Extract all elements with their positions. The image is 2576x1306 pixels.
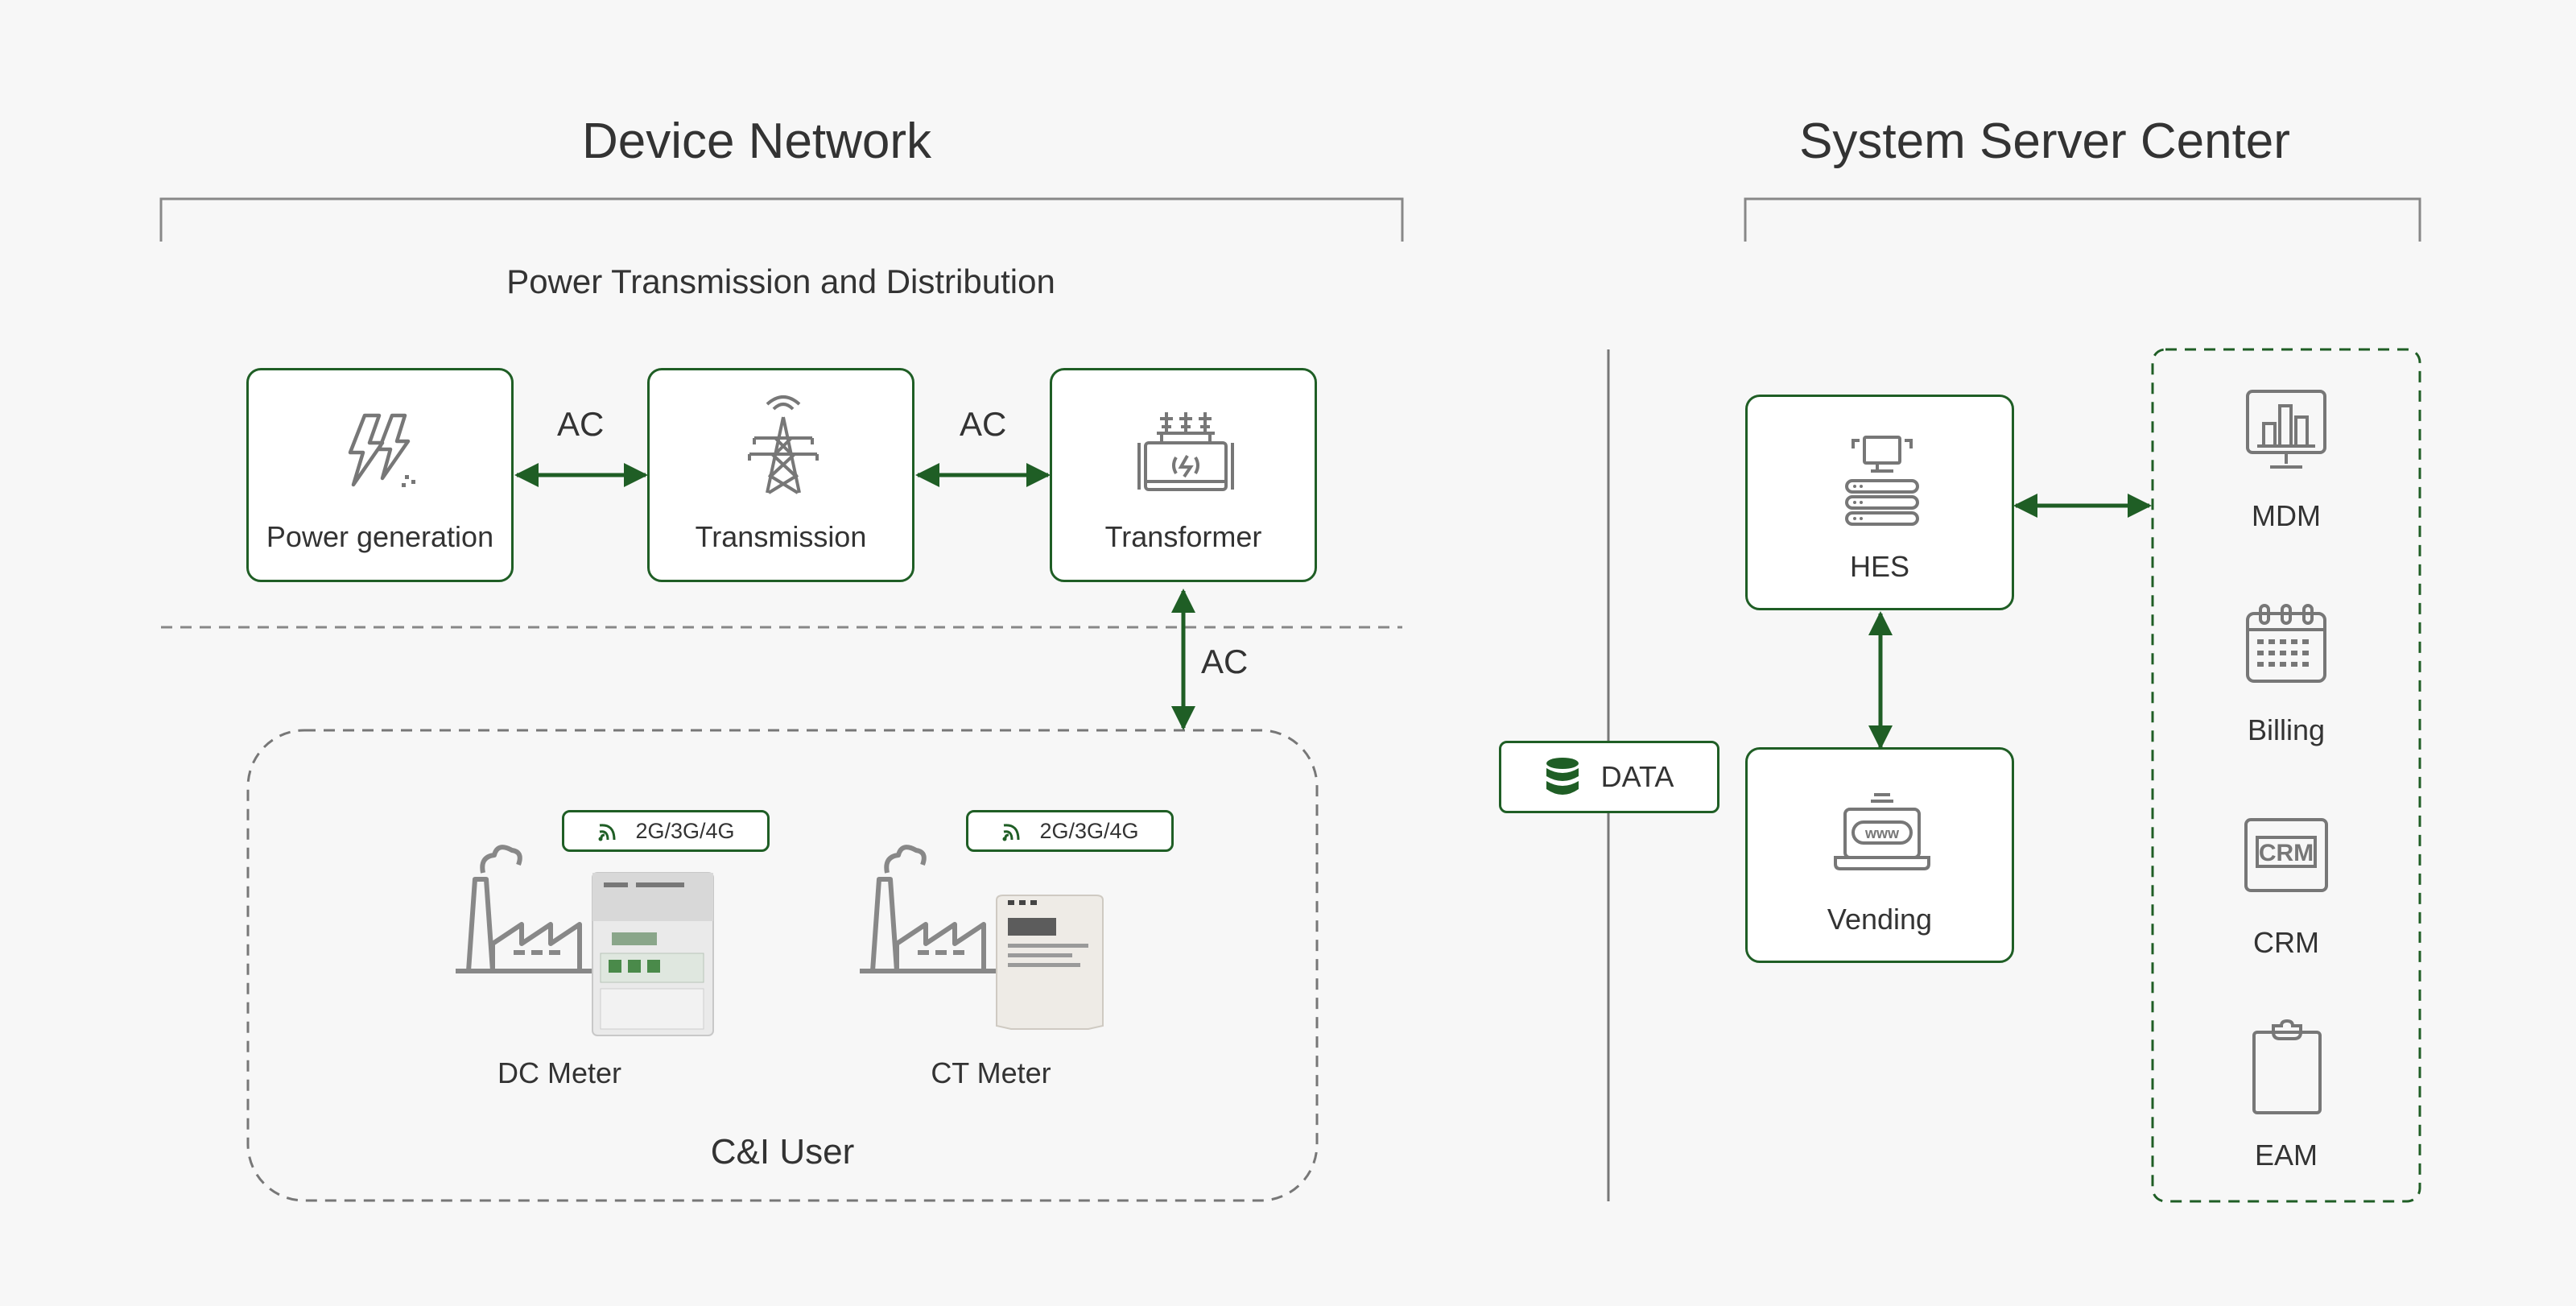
ct-meter-factory-icon [860, 845, 1104, 1030]
power-td-subtitle: Power Transmission and Distribution [506, 262, 1055, 300]
power-generation-icon [348, 413, 415, 487]
dc-meter-badge-text: 2G/3G/4G [635, 818, 735, 843]
svg-text:www: www [1864, 825, 1900, 841]
clipboard-icon [2252, 1019, 2322, 1114]
ct-meter-badge: 2G/3G/4G [966, 810, 1174, 852]
www-laptop-icon: www [1834, 793, 1930, 870]
power-generation-label: Power generation [266, 520, 494, 553]
crm-label: CRM [2253, 926, 2319, 959]
mdm-label: MDM [2252, 499, 2321, 532]
vending-label: Vending [1827, 903, 1933, 936]
ci-user-group [246, 729, 1319, 1202]
billing-label: Billing [2247, 713, 2326, 746]
dc-meter-factory-icon [456, 845, 714, 1036]
transmission-tower-icon [748, 395, 819, 494]
server-icon [1845, 436, 1919, 526]
crm-icon: CRM [2244, 818, 2328, 892]
transformer-icon [1137, 412, 1234, 491]
data-label: DATA [1600, 760, 1674, 793]
transformer-node[interactable]: Transformer [1050, 368, 1317, 582]
eam-label: EAM [2254, 1139, 2318, 1172]
dc-meter-badge: 2G/3G/4G [562, 810, 770, 852]
device-network-bracket [159, 197, 1404, 242]
hes-node[interactable]: HES [1745, 395, 2014, 610]
dc-meter-label: DC Meter [497, 1056, 622, 1089]
transmission-node[interactable]: Transmission [647, 368, 914, 582]
ci-user-title: C&I User [710, 1132, 855, 1172]
device-network-title: Device Network [581, 114, 932, 169]
ct-meter-label: CT Meter [931, 1056, 1051, 1089]
data-badge: DATA [1499, 741, 1719, 813]
vending-node[interactable]: www Vending [1745, 747, 2014, 963]
hes-label: HES [1849, 550, 1910, 583]
chart-monitor-icon [2246, 390, 2326, 469]
power-generation-node[interactable]: Power generation [246, 368, 514, 582]
ac-label-1: AC [557, 405, 605, 443]
server-center-bracket [1744, 197, 2421, 242]
signal-icon [598, 824, 616, 841]
transformer-label: Transformer [1104, 520, 1262, 553]
ac-label-3: AC [1201, 643, 1249, 680]
ct-meter-badge-text: 2G/3G/4G [1039, 818, 1139, 843]
calendar-icon [2246, 604, 2326, 683]
svg-text:CRM: CRM [2259, 840, 2314, 866]
transmission-label: Transmission [695, 520, 867, 553]
database-icon [1546, 758, 1579, 795]
systems-group [2151, 348, 2421, 1203]
ac-label-2: AC [960, 405, 1007, 443]
signal-icon [1002, 824, 1020, 841]
server-center-title: System Server Center [1799, 114, 2290, 169]
